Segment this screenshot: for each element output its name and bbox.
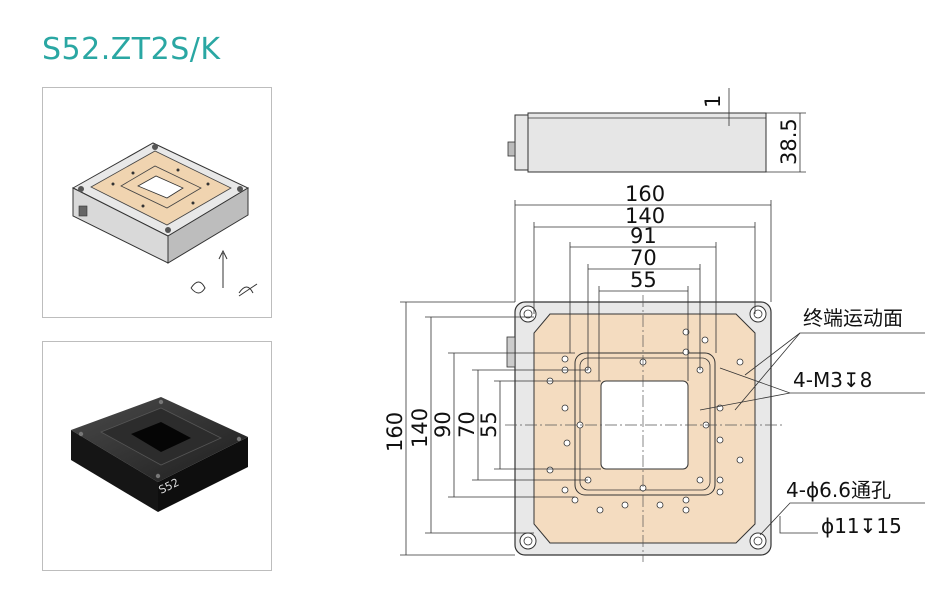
label-counterbore: ϕ11↧15 bbox=[821, 514, 902, 538]
label-through-holes: 4-ϕ6.6通孔 bbox=[786, 478, 891, 502]
isometric-drawing-panel bbox=[42, 87, 272, 318]
dim-left-90: 90 bbox=[431, 411, 455, 438]
label-end-surface: 终端运动面 bbox=[803, 306, 903, 330]
vertical-dimensions bbox=[400, 301, 601, 556]
dim-side-top: 1 bbox=[701, 95, 725, 108]
label-m3-holes: 4-M3↧8 bbox=[793, 368, 872, 392]
dim-left-160: 160 bbox=[383, 412, 407, 452]
dim-left-55: 55 bbox=[477, 411, 501, 438]
horizontal-dimensions bbox=[514, 200, 772, 381]
dim-top-91: 91 bbox=[630, 224, 657, 248]
dim-left-70: 70 bbox=[455, 411, 479, 438]
dim-top-140: 140 bbox=[625, 204, 665, 228]
dim-left-140: 140 bbox=[408, 408, 432, 448]
product-photo-panel: S52 bbox=[42, 341, 272, 571]
dim-top-160: 160 bbox=[625, 182, 665, 206]
isometric-drawing bbox=[71, 142, 258, 297]
dim-top-55: 55 bbox=[630, 268, 657, 292]
product-title: S52.ZT2S/K bbox=[42, 32, 221, 67]
dim-top-70: 70 bbox=[630, 246, 657, 270]
leader-lines bbox=[699, 332, 925, 536]
product-photo: S52 bbox=[71, 397, 248, 512]
dim-side-height: 38.5 bbox=[777, 118, 801, 165]
top-view bbox=[505, 295, 785, 562]
side-view: 38.5 1 bbox=[507, 88, 806, 173]
